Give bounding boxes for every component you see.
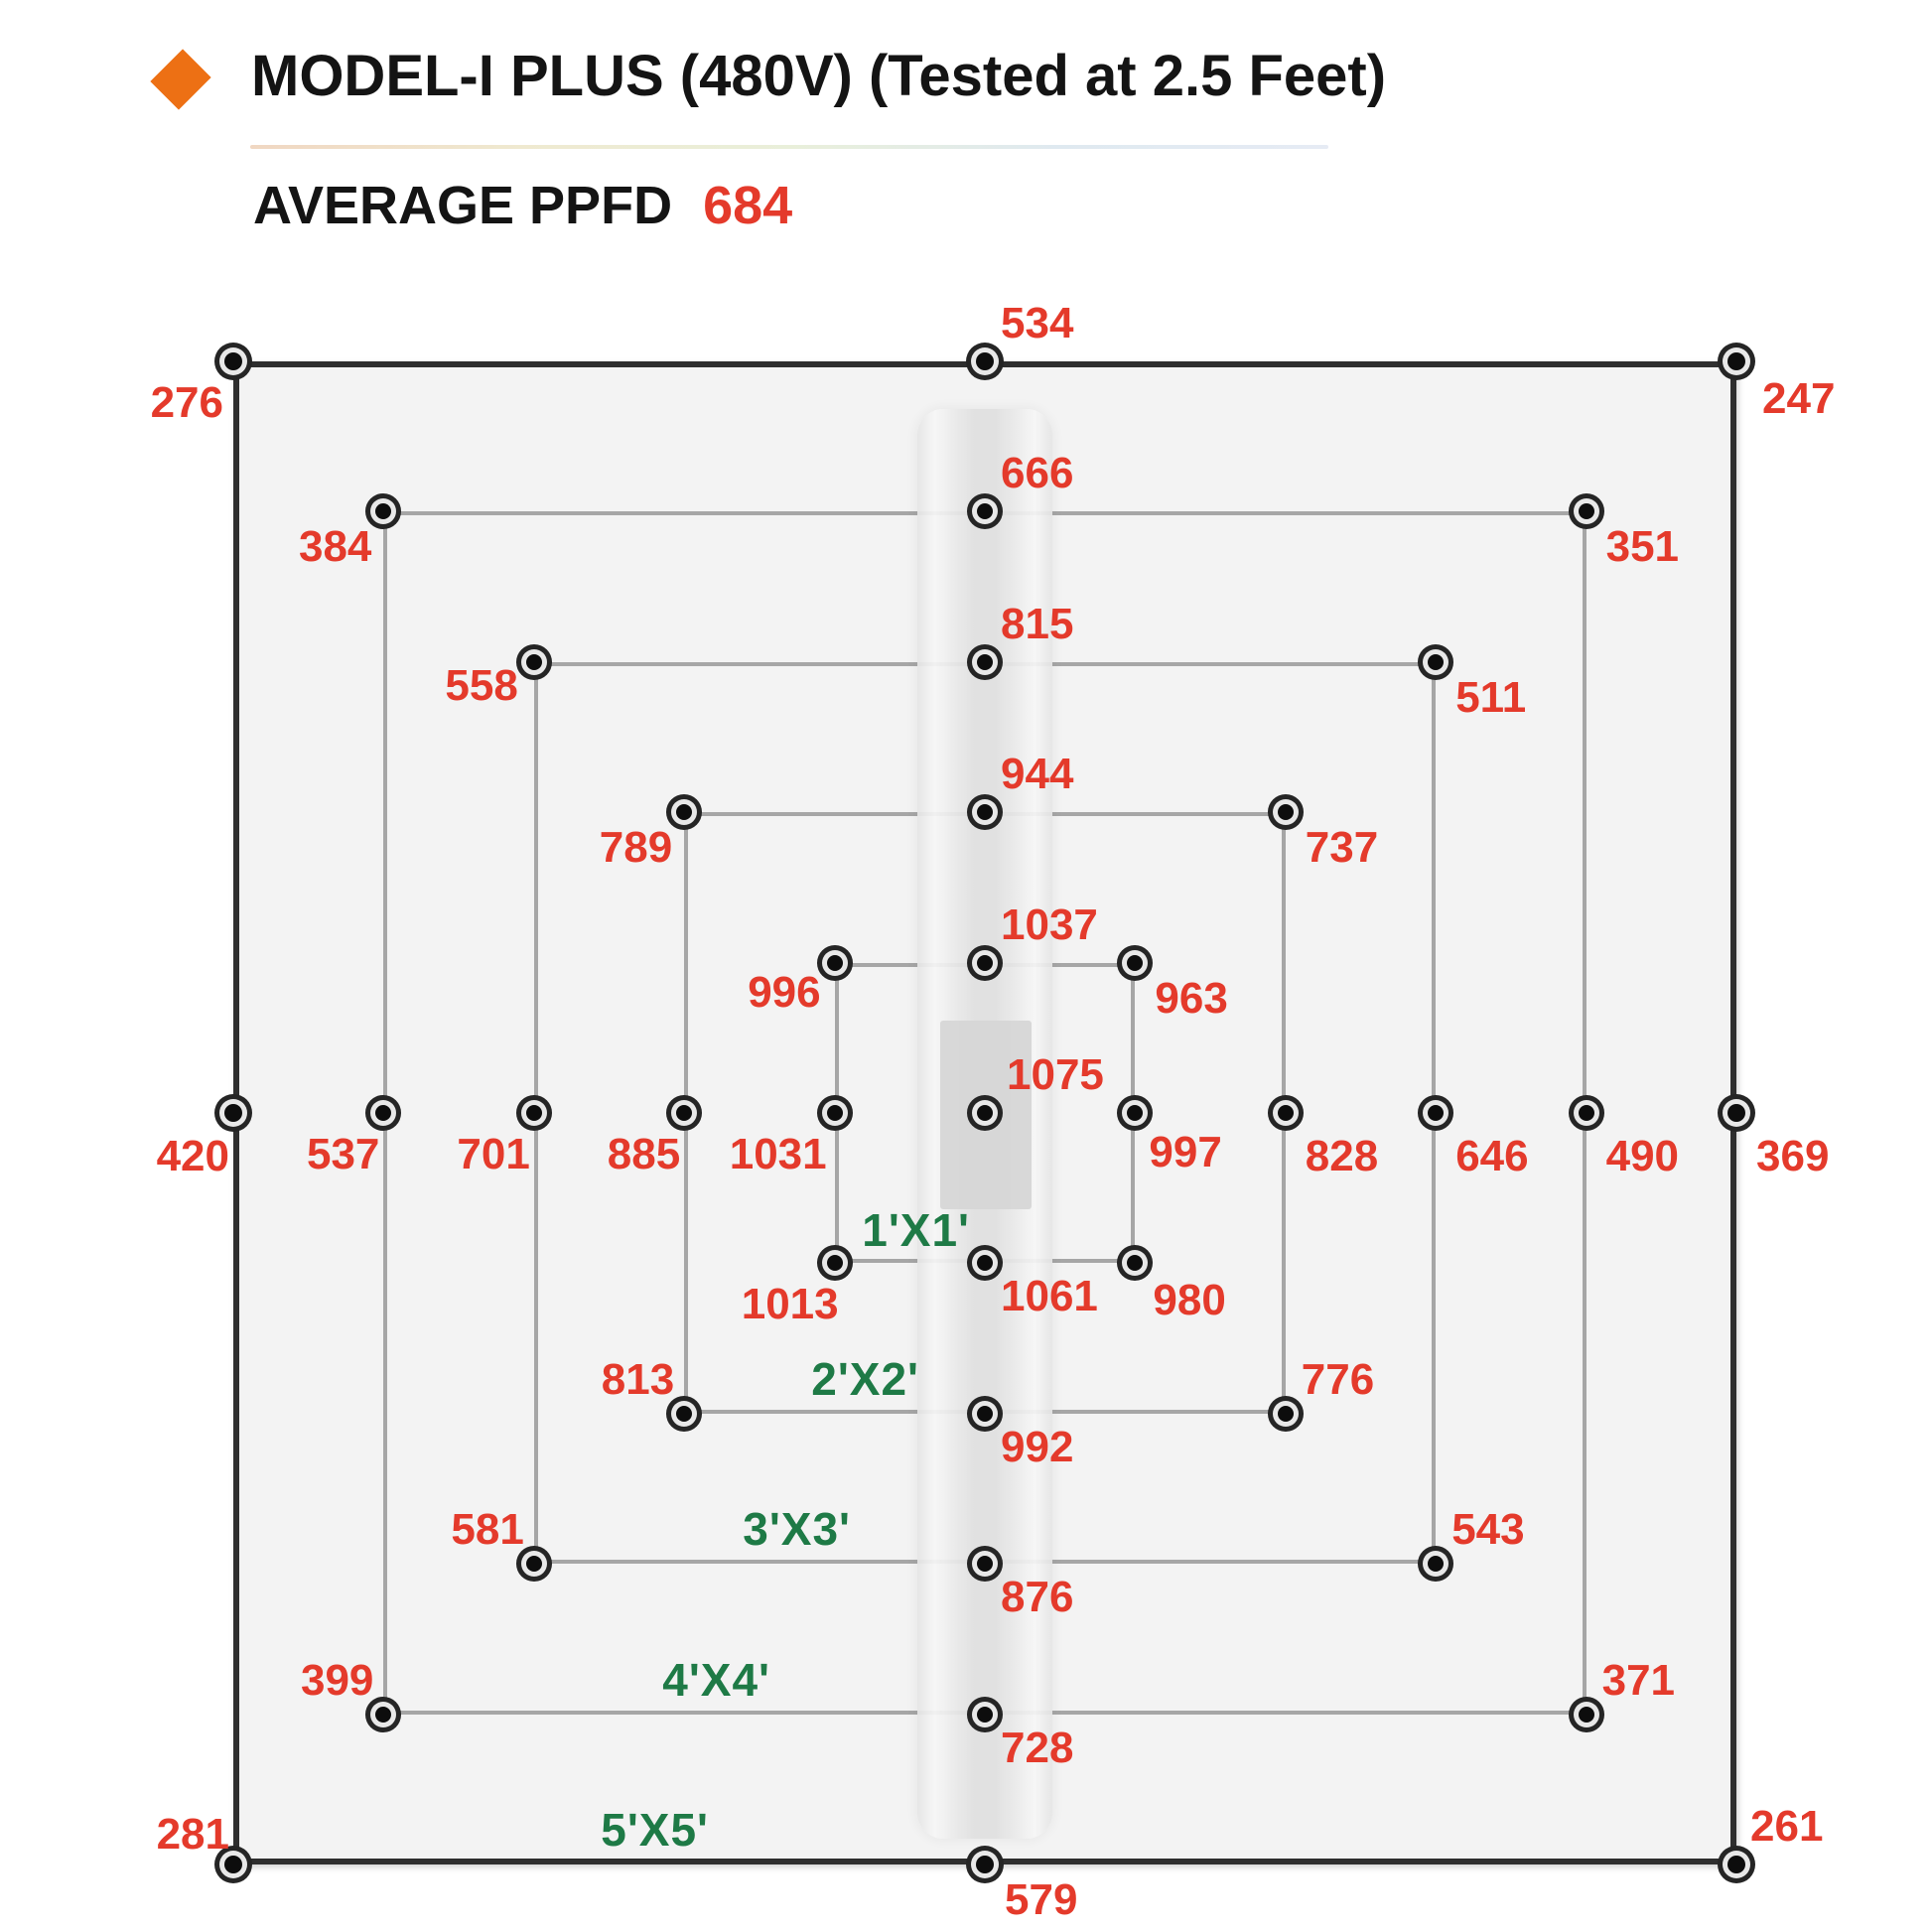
ppfd-value-3x3-top: 815 <box>1001 599 1074 648</box>
ppfd-value-1x1-top: 1037 <box>1001 899 1098 949</box>
ppfd-value-3x3-top-left: 558 <box>445 660 518 710</box>
measure-dot-2x2-bottom-right <box>1277 1405 1294 1422</box>
measure-dot-3x3-top <box>977 653 993 670</box>
ppfd-value-5x5-bottom-left: 281 <box>156 1810 229 1859</box>
ppfd-value-2x2-bottom-left: 813 <box>601 1354 675 1404</box>
ppfd-value-2x2-bottom-right: 776 <box>1301 1354 1375 1404</box>
measure-dot-2x2-left <box>676 1105 693 1121</box>
measure-dot-2x2-top <box>977 804 993 821</box>
measure-dot-3x3-bottom-left <box>525 1556 542 1573</box>
ppfd-value-4x4-right: 490 <box>1605 1132 1680 1180</box>
measure-dot-4x4-right <box>1578 1105 1594 1121</box>
measure-dot-2x2-bottom-left <box>676 1405 693 1422</box>
measure-dot-1x1-right <box>1127 1105 1144 1121</box>
ppfd-value-3x3-bottom-right: 543 <box>1451 1505 1525 1555</box>
ppfd-value-1x1-right: 997 <box>1149 1128 1222 1176</box>
ppfd-value-2x2-top-left: 789 <box>599 823 673 873</box>
measure-dot-5x5-right <box>1727 1104 1745 1122</box>
ppfd-value-5x5-bottom-right: 261 <box>1750 1802 1824 1851</box>
measure-dot-4x4-bottom-left <box>375 1706 392 1723</box>
measure-dot-3x3-right <box>1428 1105 1445 1121</box>
ppfd-value-4x4-top-right: 351 <box>1605 522 1680 572</box>
ppfd-value-1x1-bottom-left: 1013 <box>741 1280 839 1329</box>
measure-dot-5x5-top <box>976 352 994 370</box>
measure-dot-1x1-left <box>826 1105 843 1121</box>
measure-dot-1x1-top-left <box>826 954 843 971</box>
title-underline <box>250 145 1328 149</box>
ppfd-value-5x5-left: 420 <box>156 1132 229 1180</box>
measure-dot-2x2-bottom <box>977 1405 993 1422</box>
measure-dot-1x1-bottom-left <box>826 1255 843 1272</box>
measure-dot-5x5-bottom <box>976 1856 994 1873</box>
ppfd-value-2x2-right: 828 <box>1305 1132 1379 1180</box>
ring-size-label-5x5: 5'X5' <box>601 1804 709 1856</box>
ppfd-value-5x5-top: 534 <box>1001 299 1074 347</box>
ppfd-value-3x3-right: 646 <box>1455 1132 1529 1180</box>
measure-dot-2x2-top-right <box>1277 804 1294 821</box>
ring-size-label-3x3: 3'X3' <box>743 1503 851 1556</box>
ppfd-value-5x5-bottom: 579 <box>1005 1875 1078 1924</box>
measure-dot-1x1-top <box>977 954 993 971</box>
ppfd-value-5x5-top-left: 276 <box>150 378 223 427</box>
ppfd-value-3x3-bottom: 876 <box>1001 1573 1074 1622</box>
ring-size-label-1x1: 1'X1' <box>862 1204 970 1257</box>
ppfd-value-1x1-top-left: 996 <box>748 967 821 1017</box>
average-ppfd-label: AVERAGE PPFD <box>253 176 673 235</box>
measure-dot-2x2-top-left <box>676 804 693 821</box>
ppfd-value-2x2-top-right: 737 <box>1305 823 1379 873</box>
measure-dot-3x3-top-left <box>525 653 542 670</box>
measure-dot-5x5-bottom-left <box>224 1856 242 1873</box>
measure-dot-4x4-top-left <box>375 503 392 520</box>
measure-dot-4x4-bottom <box>977 1706 993 1723</box>
ring-size-label-4x4: 4'X4' <box>662 1653 770 1706</box>
ppfd-value-4x4-bottom-left: 399 <box>300 1655 374 1705</box>
measure-dot-3x3-top-right <box>1428 653 1445 670</box>
ppfd-value-4x4-bottom: 728 <box>1001 1723 1074 1772</box>
average-ppfd-value: 684 <box>703 176 793 235</box>
measure-dot-3x3-bottom-right <box>1428 1556 1445 1573</box>
average-ppfd-line: AVERAGE PPFD 684 <box>253 179 792 232</box>
measure-dot-5x5-top-left <box>224 352 242 370</box>
ppfd-value-1x1-bottom-right: 980 <box>1153 1276 1226 1325</box>
ppfd-value-4x4-top: 666 <box>1001 449 1074 498</box>
ppfd-value-center: 1075 <box>1007 1050 1104 1099</box>
measure-dot-5x5-bottom-right <box>1727 1856 1745 1873</box>
ppfd-value-4x4-left: 537 <box>306 1130 380 1178</box>
ppfd-value-2x2-top: 944 <box>1001 750 1074 799</box>
ppfd-value-3x3-top-right: 511 <box>1455 672 1527 722</box>
measure-dot-center <box>977 1105 993 1121</box>
measure-dot-4x4-bottom-right <box>1578 1706 1594 1723</box>
ppfd-value-5x5-right: 369 <box>1756 1132 1830 1180</box>
measure-dot-4x4-top-right <box>1578 503 1594 520</box>
measure-dot-4x4-left <box>375 1105 392 1121</box>
measure-dot-1x1-bottom <box>977 1255 993 1272</box>
ppfd-value-2x2-bottom: 992 <box>1001 1422 1074 1471</box>
measure-dot-3x3-bottom <box>977 1556 993 1573</box>
measure-dot-5x5-top-right <box>1727 352 1745 370</box>
ppfd-value-4x4-top-left: 384 <box>298 522 372 572</box>
ppfd-value-3x3-bottom-left: 581 <box>451 1505 524 1555</box>
ppfd-value-1x1-left: 1031 <box>729 1130 827 1178</box>
ring-size-label-2x2: 2'X2' <box>811 1352 919 1405</box>
ppfd-value-1x1-bottom: 1061 <box>1001 1272 1098 1321</box>
measure-dot-3x3-left <box>525 1105 542 1121</box>
ppfd-value-1x1-top-right: 963 <box>1155 973 1228 1023</box>
ppfd-value-4x4-bottom-right: 371 <box>1601 1655 1676 1705</box>
ppfd-value-3x3-left: 701 <box>457 1130 530 1178</box>
ppfd-value-5x5-top-right: 247 <box>1762 374 1836 423</box>
measure-dot-2x2-right <box>1277 1105 1294 1121</box>
measure-dot-1x1-bottom-right <box>1127 1255 1144 1272</box>
measure-dot-5x5-left <box>224 1104 242 1122</box>
page-title: MODEL-I PLUS (480V) (Tested at 2.5 Feet) <box>251 44 1387 108</box>
ppfd-value-2x2-left: 885 <box>607 1130 681 1178</box>
measure-dot-1x1-top-right <box>1127 954 1144 971</box>
measure-dot-4x4-top <box>977 503 993 520</box>
